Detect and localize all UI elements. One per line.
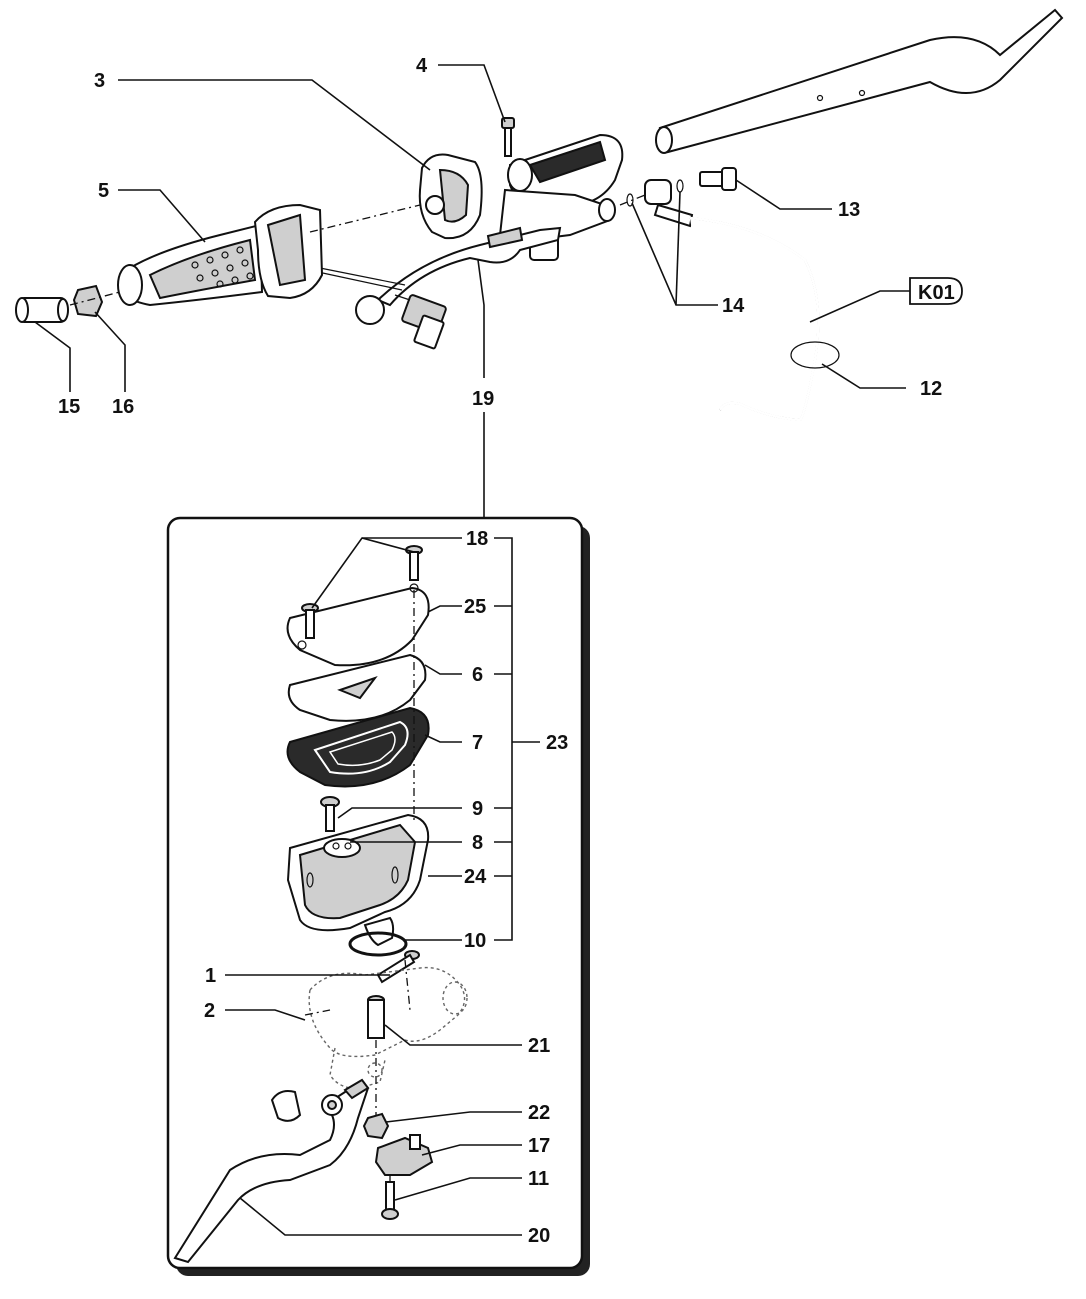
callout-22: 22 — [528, 1102, 550, 1124]
leader-lines — [34, 64, 910, 1236]
handlebar — [655, 8, 1064, 154]
nut-16 — [72, 284, 104, 318]
brake-lever-19 — [355, 226, 562, 325]
reference-tag-k01: K01 — [909, 277, 963, 305]
callout-23: 23 — [546, 732, 568, 754]
callout-14: 14 — [722, 295, 745, 317]
screw-4 — [501, 117, 515, 157]
callout-13: 13 — [838, 199, 860, 221]
master-cylinder-assembly — [498, 133, 624, 261]
callout-12: 12 — [920, 378, 942, 400]
grip-5 — [117, 203, 324, 307]
hose-clip-12 — [790, 341, 840, 369]
screw-18-left — [301, 603, 319, 639]
callout-19: 19 — [472, 388, 494, 410]
brake-switch-17 — [374, 1134, 434, 1176]
pivot-pin-21 — [367, 995, 385, 1039]
bolt-13 — [699, 167, 737, 191]
callout-17: 17 — [528, 1135, 550, 1157]
bar-end-15 — [15, 297, 69, 323]
gasket-7 — [286, 706, 430, 788]
callout-24: 24 — [464, 866, 487, 888]
reservoir-body-24 — [286, 813, 430, 947]
switch-connector — [317, 267, 447, 350]
callout-16: 16 — [112, 396, 134, 418]
screw-18-right — [405, 545, 423, 581]
callout-4: 4 — [416, 55, 428, 77]
o-ring-10 — [348, 931, 408, 957]
callout-labels: 1 2 3 4 5 6 7 8 9 10 11 12 13 14 15 16 1… — [58, 55, 942, 1247]
callout-8: 8 — [472, 832, 483, 854]
callout-21: 21 — [528, 1035, 550, 1057]
callout-20: 20 — [528, 1225, 550, 1247]
screw-9 — [320, 796, 340, 832]
callout-5: 5 — [98, 180, 109, 202]
banjo-fitting — [626, 179, 694, 228]
callout-25: 25 — [464, 596, 486, 618]
nut-22 — [362, 1112, 390, 1140]
callout-18: 18 — [466, 528, 488, 550]
callout-15: 15 — [58, 396, 80, 418]
callout-11: 11 — [528, 1168, 549, 1190]
switch-housing-3 — [418, 153, 483, 240]
callout-6: 6 — [472, 664, 483, 686]
brake-lever-20 — [173, 1078, 370, 1264]
callout-10: 10 — [464, 930, 486, 952]
callout-9: 9 — [472, 798, 483, 820]
brake-hose — [689, 216, 820, 422]
callout-7: 7 — [472, 732, 483, 754]
reference-tag-label: K01 — [918, 282, 955, 304]
screw-11 — [381, 1181, 399, 1220]
callout-2: 2 — [204, 1000, 215, 1022]
callout-3: 3 — [94, 70, 105, 92]
callout-1: 1 — [205, 965, 216, 987]
